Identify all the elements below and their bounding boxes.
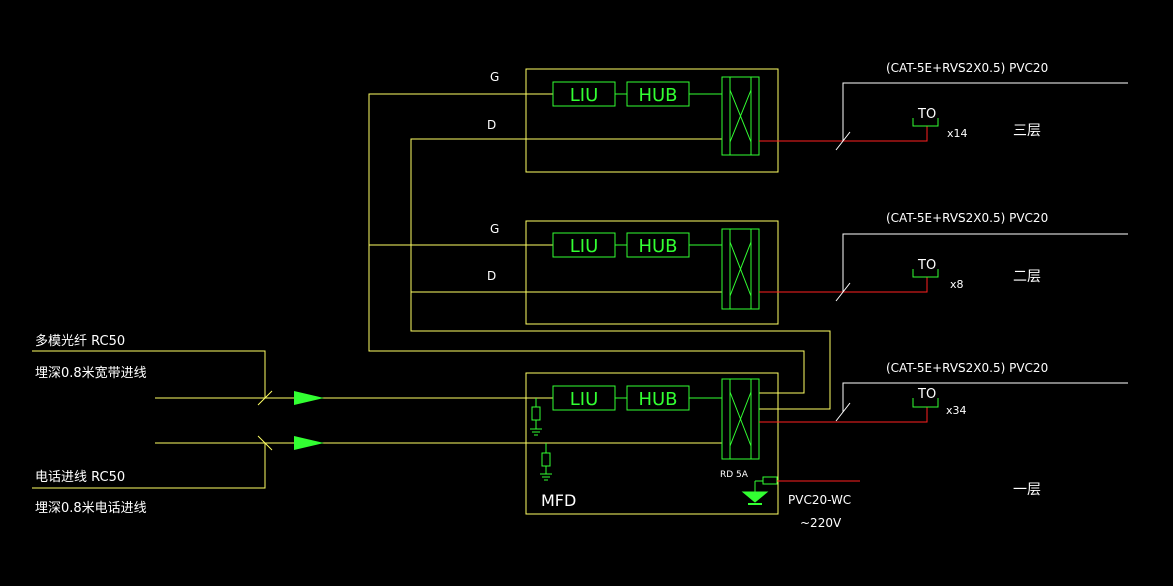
phone-arrow-icon xyxy=(294,436,324,450)
floor-3-horizontal-cable xyxy=(759,126,928,142)
backbone-wiring xyxy=(32,93,831,489)
fiber-depth-label: 埋深0.8米宽带进线 xyxy=(35,365,147,381)
mfd-cabinet xyxy=(525,372,779,515)
floor-3-cabinet xyxy=(525,68,779,173)
power-socket-icon xyxy=(741,491,769,505)
floor-1-cable-leader xyxy=(842,382,1128,412)
d-backbone-line xyxy=(410,138,831,410)
floor-1-group: LIU HUB (CAT-5E+RVS2X0.5) PVC20 TO x34 一… xyxy=(525,361,1128,530)
floor-1-floor-label: 一层 xyxy=(1013,482,1041,498)
mfd-label: MFD xyxy=(541,491,576,510)
floor-3-d-label: D xyxy=(487,118,496,132)
floor-3-liu-label: LIU xyxy=(570,85,599,106)
floor-1-cable-label: (CAT-5E+RVS2X0.5) PVC20 xyxy=(886,361,1048,375)
floor-3-floor-label: 三层 xyxy=(1013,123,1041,139)
power-voltage-label: ~220V xyxy=(800,516,842,530)
fiber-arrow-icon xyxy=(294,391,324,405)
floor-3-patch-panel xyxy=(721,76,760,156)
fiber-leader-line xyxy=(32,350,266,398)
floor-2-floor-label: 二层 xyxy=(1013,269,1041,285)
floor-3-to-outlet-icon xyxy=(912,118,939,127)
floor-1-horizontal-cable xyxy=(759,407,928,423)
floor-2-to-outlet-icon xyxy=(912,269,939,278)
floor-3-cable-leader xyxy=(842,82,1128,141)
floor-3-to-label: TO xyxy=(917,107,936,122)
floor-1-to-outlet-icon xyxy=(912,398,939,408)
fiber-label: 多模光纤 RC50 xyxy=(35,333,125,349)
fiber-slash-mark xyxy=(257,390,273,406)
g-backbone-line xyxy=(368,93,805,394)
fuse-label: RD 5A xyxy=(720,470,749,480)
floor-2-horizontal-cable xyxy=(759,277,928,293)
floor-3-hub-label: HUB xyxy=(638,85,677,106)
floor-1-count-label: x34 xyxy=(946,404,967,417)
phone-leader-line xyxy=(32,443,266,489)
floor-1-to-label: TO xyxy=(917,387,936,402)
floor-2-hub-label: HUB xyxy=(638,236,677,257)
incoming-arrows xyxy=(294,391,324,450)
floor-2-to-label: TO xyxy=(917,258,936,273)
floor-2-patch-panel xyxy=(721,228,760,310)
floor-3-group: LIU HUB (CAT-5E+RVS2X0.5) PVC20 TO x14 三… xyxy=(487,61,1128,173)
floor-3-g-label: G xyxy=(490,70,499,84)
floor-3-cable-label: (CAT-5E+RVS2X0.5) PVC20 xyxy=(886,61,1048,75)
floor-1-hub-label: HUB xyxy=(638,389,677,410)
fuse-icon xyxy=(762,476,778,485)
surge-protector-fiber-icon xyxy=(530,398,542,436)
floor-1-liu-label: LIU xyxy=(570,389,599,410)
power-cable-label: PVC20-WC xyxy=(788,493,851,507)
floor-2-cable-label: (CAT-5E+RVS2X0.5) PVC20 xyxy=(886,211,1048,225)
phone-depth-label: 埋深0.8米电话进线 xyxy=(35,501,147,516)
floor-3-count-label: x14 xyxy=(947,127,968,140)
floor-2-cabinet xyxy=(525,220,779,325)
floor-2-group: LIU HUB (CAT-5E+RVS2X0.5) PVC20 TO x8 二层… xyxy=(487,211,1128,325)
surge-protector-phone-icon xyxy=(540,443,552,481)
floor-2-liu-label: LIU xyxy=(570,236,599,257)
phone-slash-mark xyxy=(257,435,273,451)
floor-2-g-label: G xyxy=(490,222,499,236)
floor-2-count-label: x8 xyxy=(950,278,964,291)
floor-1-patch-panel xyxy=(721,378,760,460)
phone-label: 电话进线 RC50 xyxy=(35,470,125,485)
floor-2-cable-leader xyxy=(842,233,1128,292)
floor-2-d-label: D xyxy=(487,269,496,283)
